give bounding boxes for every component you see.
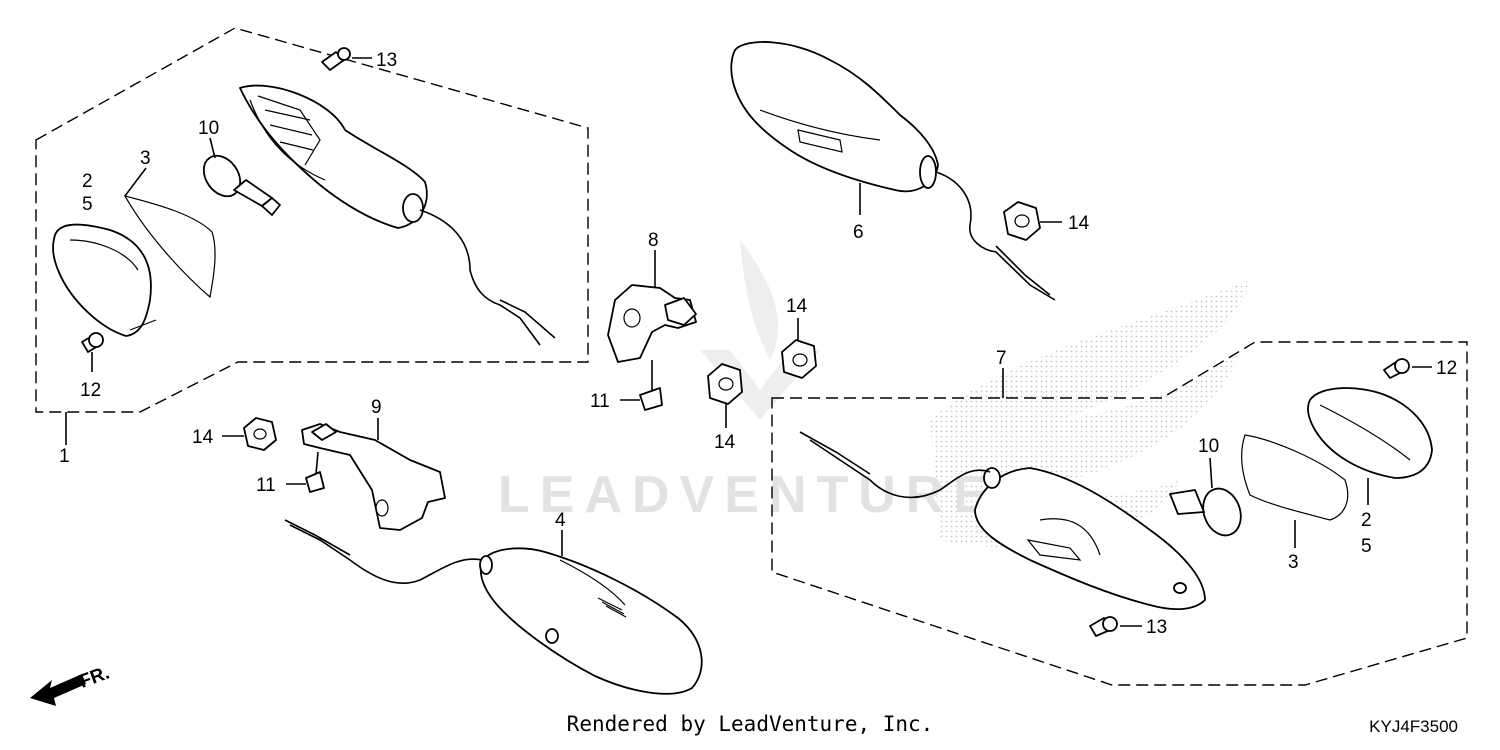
callout-8: 8 xyxy=(648,230,659,251)
callout-7: 7 xyxy=(996,348,1007,369)
callout-12-left: 12 xyxy=(80,380,101,401)
callout-5-left: 5 xyxy=(82,194,93,215)
right-gasket xyxy=(1241,434,1349,521)
right-bulb xyxy=(1169,487,1242,537)
rendered-by-footer: Rendered by LeadVenture, Inc. xyxy=(566,712,934,736)
bracket-8 xyxy=(607,284,697,363)
right-screw-13 xyxy=(1089,616,1118,637)
nut-14-center-upper xyxy=(781,339,817,379)
callout-10-left: 10 xyxy=(198,118,219,139)
left-assembly-boundary xyxy=(35,27,589,413)
callout-14-center-upper: 14 xyxy=(786,296,808,317)
right-screw-12 xyxy=(1383,358,1410,379)
left-bulb xyxy=(202,154,281,216)
callout-14-center-lower: 14 xyxy=(714,432,736,453)
callout-14-upper-right: 14 xyxy=(1068,213,1090,234)
bolt-11-center xyxy=(639,360,663,411)
callout-4: 4 xyxy=(555,510,566,531)
right-lens xyxy=(1307,387,1433,479)
bracket-9 xyxy=(301,423,446,531)
callout-9: 9 xyxy=(371,397,382,418)
left-turn-signal-housing xyxy=(239,84,556,346)
turn-signal-6 xyxy=(730,41,1056,301)
callout-3-right: 3 xyxy=(1288,552,1299,573)
callout-12-right: 12 xyxy=(1436,358,1457,379)
left-lens xyxy=(52,223,157,337)
right-turn-signal-housing xyxy=(799,431,1206,611)
callout-11-lower-left: 11 xyxy=(256,475,276,496)
right-assembly-boundary xyxy=(771,341,1468,686)
callout-11-center: 11 xyxy=(590,391,610,412)
callout-13-left: 13 xyxy=(376,50,397,71)
callout-6: 6 xyxy=(853,222,864,243)
diagram-code: KYJ4F3500 xyxy=(1369,717,1458,736)
front-direction-label: FR. xyxy=(77,662,113,692)
nut-14-center-lower xyxy=(707,363,743,405)
callout-3-left: 3 xyxy=(140,148,151,169)
left-screw-12 xyxy=(81,332,104,353)
turn-signal-4 xyxy=(284,519,703,695)
nut-14-upper-right xyxy=(1003,201,1041,241)
front-direction-arrow-icon xyxy=(30,674,86,706)
callout-10-right: 10 xyxy=(1198,436,1219,457)
callout-5-right: 5 xyxy=(1361,536,1372,557)
left-screw-13 xyxy=(321,47,351,71)
callout-1: 1 xyxy=(59,446,70,467)
callout-2-left: 2 xyxy=(82,171,93,192)
callout-13-right: 13 xyxy=(1146,617,1167,638)
watermark-text: LEADVENTURE xyxy=(498,466,998,524)
bolt-11-lower-left xyxy=(305,451,325,493)
callout-2-right: 2 xyxy=(1361,510,1372,531)
nut-14-lower-left xyxy=(243,417,277,451)
left-gasket xyxy=(123,195,216,299)
callout-14-lower-left: 14 xyxy=(192,427,214,448)
